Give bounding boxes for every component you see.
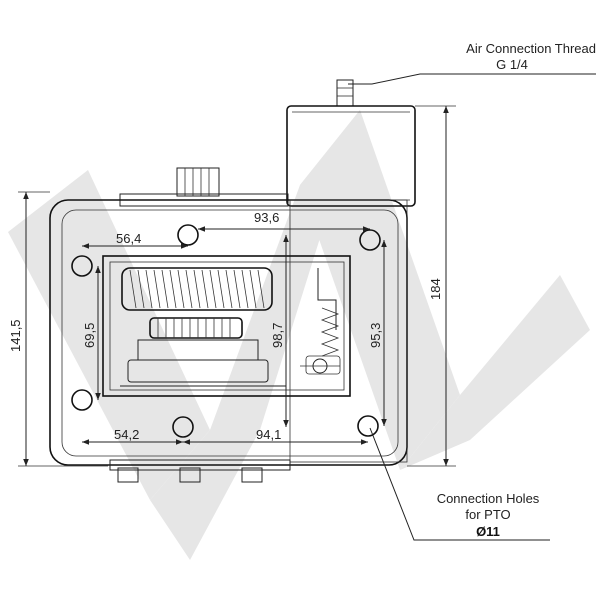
spring-mechanism bbox=[300, 268, 341, 375]
air-connection-label: Air Connection Thread bbox=[466, 41, 596, 56]
air-thread-size: G 1/4 bbox=[496, 57, 528, 72]
dim-56-4: 56,4 bbox=[116, 231, 141, 246]
gear-assembly bbox=[120, 267, 286, 387]
dim-95-3: 95,3 bbox=[368, 323, 383, 348]
connection-holes-for: for PTO bbox=[465, 507, 510, 522]
hole-bottom-left bbox=[71, 389, 93, 411]
dim-98-7: 98,7 bbox=[270, 323, 285, 348]
dim-93-6: 93,6 bbox=[254, 210, 279, 225]
dimension-lines bbox=[18, 105, 456, 467]
hole-bottom-mid bbox=[172, 416, 194, 438]
main-housing bbox=[49, 199, 408, 466]
dim-141-5: 141,5 bbox=[8, 319, 23, 352]
connection-holes-label: Connection Holes bbox=[437, 491, 540, 506]
dim-94-1: 94,1 bbox=[256, 427, 281, 442]
hole-top-right bbox=[359, 229, 381, 251]
hole-top-mid bbox=[177, 224, 199, 246]
dim-54-2: 54,2 bbox=[114, 427, 139, 442]
dim-184: 184 bbox=[428, 278, 443, 300]
dim-69-5: 69,5 bbox=[82, 323, 97, 348]
bottom-bolts bbox=[109, 459, 291, 483]
mounting-holes bbox=[71, 224, 381, 438]
leader-lines bbox=[348, 73, 596, 541]
hole-top-left bbox=[71, 255, 93, 277]
connection-hole-diameter: Ø11 bbox=[476, 524, 500, 539]
hole-bottom-right bbox=[357, 415, 379, 437]
